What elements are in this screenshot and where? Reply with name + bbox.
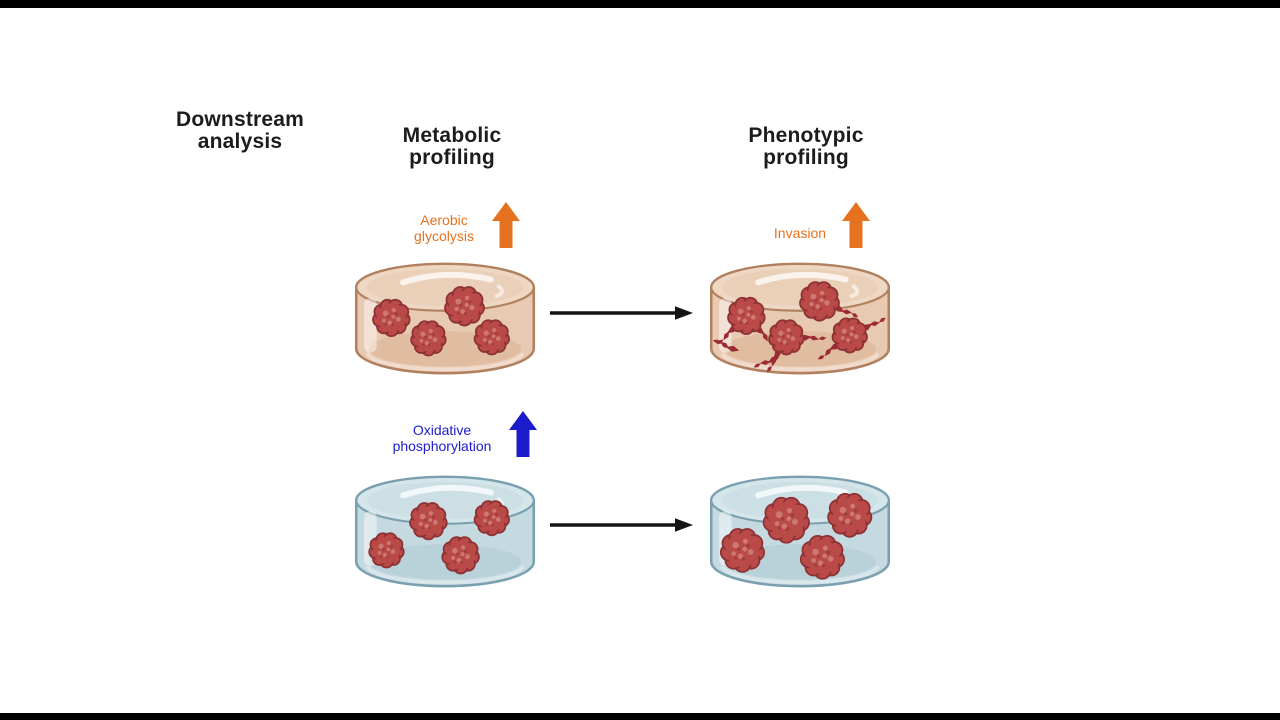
tumor-spheroid [409,502,448,541]
side-highlight [719,298,732,353]
invasion-protrusion [808,335,819,341]
label-aerobic-glycolysis: Aerobic glycolysis [414,212,474,244]
invasion-protrusion [720,341,730,349]
right-arrow-icon [550,306,693,320]
heading-phenotypic-profiling: Phenotypic profiling [748,124,864,169]
label-oxidative-phosphorylation: Oxidative phosphorylation [392,422,492,454]
invasion-protrusion [716,339,724,345]
invasion-protrusion [771,355,776,367]
glycolysis-spheroid-dish [354,262,536,375]
rim-highlight [755,271,849,286]
invasion-protrusion [818,336,827,341]
tumor-spheroid [827,493,873,538]
invasion-protrusion [824,347,832,357]
tumor-spheroid [766,319,827,373]
up-arrow-icon [842,202,870,248]
invasion-protrusion [841,309,853,315]
invasion-protrusion [762,331,768,342]
right-arrow-icon [550,518,693,532]
invasion-protrusion [879,317,886,323]
invasion-protrusion [817,355,825,360]
tumor-spheroid [799,281,859,322]
tumor-spheroid [799,534,845,580]
oxphos-grown-spheroid-dish [709,475,891,588]
tumor-spheroid [441,536,480,575]
rim-highlight [400,271,494,286]
up-arrow-icon [509,411,537,457]
invasion-protrusion [851,313,859,318]
tumor-spheroid [372,298,411,337]
tumor-spheroid [473,500,510,537]
heading-metabolic-profiling: Metabolic profiling [402,124,502,169]
invasion-protrusion [869,321,880,327]
tumor-spheroid [817,317,886,360]
label-invasion: Invasion [773,225,827,241]
heading-downstream-analysis: Downstream analysis [175,108,305,153]
letterbox-bar-bottom [0,713,1280,720]
tumor-spheroid [473,319,510,356]
invasion-spheroid-dish [709,262,891,375]
invasion-protrusion [726,345,740,352]
up-arrow-icon [492,202,520,248]
invasion-protrusion [766,365,772,373]
letterbox-bar-top [0,0,1280,8]
rim-highlight [755,484,849,499]
oxphos-spheroid-dish [354,475,536,588]
tumor-spheroid [444,286,485,327]
tumor-spheroid [368,532,405,569]
tumor-spheroid [716,296,775,346]
tumor-spheroid [762,496,810,544]
rim-highlight [400,484,494,499]
tumor-spheroid [410,320,447,357]
invasion-protrusion [723,330,730,341]
invasion-protrusion [759,360,771,365]
tumor-spheroid [719,528,765,573]
invasion-protrusion [753,363,761,368]
